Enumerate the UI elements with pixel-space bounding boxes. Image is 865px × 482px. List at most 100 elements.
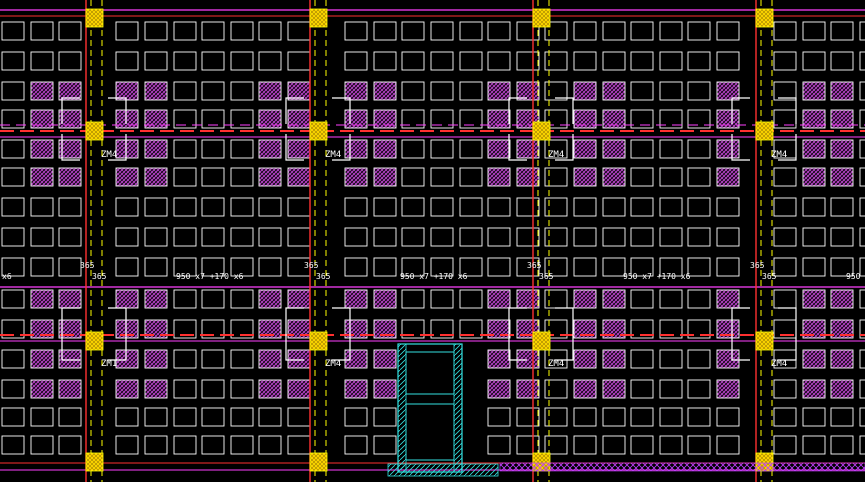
grid-block	[659, 289, 683, 309]
column-block	[85, 121, 104, 141]
hatched-block	[144, 167, 168, 187]
hatched-block	[373, 289, 397, 309]
grid-block	[544, 379, 568, 399]
hatched-block	[144, 109, 168, 129]
grid-block	[659, 227, 683, 247]
grid-block	[602, 407, 626, 427]
hatched-block	[802, 167, 826, 187]
hatched-block	[144, 349, 168, 369]
grid-block	[173, 289, 197, 309]
grid-block	[373, 197, 397, 217]
grid-block	[716, 197, 740, 217]
column-label: ZM4	[548, 359, 564, 369]
hatched-block	[258, 319, 282, 339]
dimension-text: x6	[2, 272, 12, 281]
hatched-block	[487, 349, 511, 369]
grid-block	[58, 407, 82, 427]
grid-block	[173, 139, 197, 159]
grid-block	[373, 227, 397, 247]
hatched-block	[716, 81, 740, 101]
hatched-block	[115, 379, 139, 399]
grid-block	[830, 197, 854, 217]
grid-block	[773, 379, 797, 399]
grid-block	[687, 227, 711, 247]
grid-block	[802, 197, 826, 217]
grid-block	[58, 51, 82, 71]
grid-block	[373, 51, 397, 71]
grid-block	[459, 227, 483, 247]
grid-block	[30, 407, 54, 427]
column-block	[85, 452, 104, 472]
hatched-block	[30, 139, 54, 159]
hatched-block	[30, 349, 54, 369]
hatched-block	[30, 379, 54, 399]
grid-block	[687, 435, 711, 455]
grid-block	[773, 81, 797, 101]
column-outline	[778, 334, 797, 361]
grid-block	[230, 109, 254, 129]
hatched-block	[802, 109, 826, 129]
hatched-block	[573, 81, 597, 101]
grid-block	[687, 257, 711, 277]
grid-block	[201, 349, 225, 369]
grid-block	[573, 407, 597, 427]
grid-block	[630, 289, 654, 309]
grid-block	[230, 227, 254, 247]
grid-block	[201, 227, 225, 247]
grid-block	[516, 407, 540, 427]
grid-block	[544, 435, 568, 455]
grid-block	[459, 197, 483, 217]
grid-block	[430, 21, 454, 41]
grid-block	[30, 257, 54, 277]
hatched-block	[144, 319, 168, 339]
hatched-block	[516, 289, 540, 309]
grid-block	[58, 257, 82, 277]
grid-block	[201, 21, 225, 41]
hatched-block	[716, 349, 740, 369]
grid-block	[802, 407, 826, 427]
column-label: ZM1	[101, 359, 117, 369]
grid-block	[58, 227, 82, 247]
column-outline	[555, 307, 574, 334]
grid-block	[1, 289, 25, 309]
hatched-block	[144, 379, 168, 399]
grid-block	[602, 435, 626, 455]
grid-block	[487, 407, 511, 427]
grid-block	[687, 289, 711, 309]
grid-block	[1, 227, 25, 247]
grid-block	[602, 197, 626, 217]
grid-block	[659, 349, 683, 369]
hatched-block	[344, 167, 368, 187]
grid-block	[487, 257, 511, 277]
hatched-block	[344, 289, 368, 309]
hatched-block	[516, 379, 540, 399]
hatched-block	[602, 319, 626, 339]
grid-block	[859, 435, 865, 455]
hatched-block	[573, 109, 597, 129]
grid-block	[115, 435, 139, 455]
hatched-block	[58, 289, 82, 309]
hatched-block	[115, 109, 139, 129]
grid-block	[30, 21, 54, 41]
hatched-block	[58, 319, 82, 339]
grid-block	[344, 51, 368, 71]
grid-block	[230, 139, 254, 159]
column-outline	[332, 97, 351, 124]
grid-block	[287, 197, 311, 217]
hatched-block	[487, 167, 511, 187]
column-outline	[285, 134, 304, 161]
hatched-block	[30, 167, 54, 187]
grid-block	[544, 197, 568, 217]
column-block	[85, 331, 104, 351]
grid-block	[230, 319, 254, 339]
grid-block	[630, 349, 654, 369]
grid-block	[630, 227, 654, 247]
grid-block	[859, 349, 865, 369]
grid-block	[230, 197, 254, 217]
grid-block	[1, 379, 25, 399]
hatched-block	[487, 379, 511, 399]
grid-block	[401, 139, 425, 159]
hatched-block	[516, 139, 540, 159]
hatched-block	[830, 167, 854, 187]
